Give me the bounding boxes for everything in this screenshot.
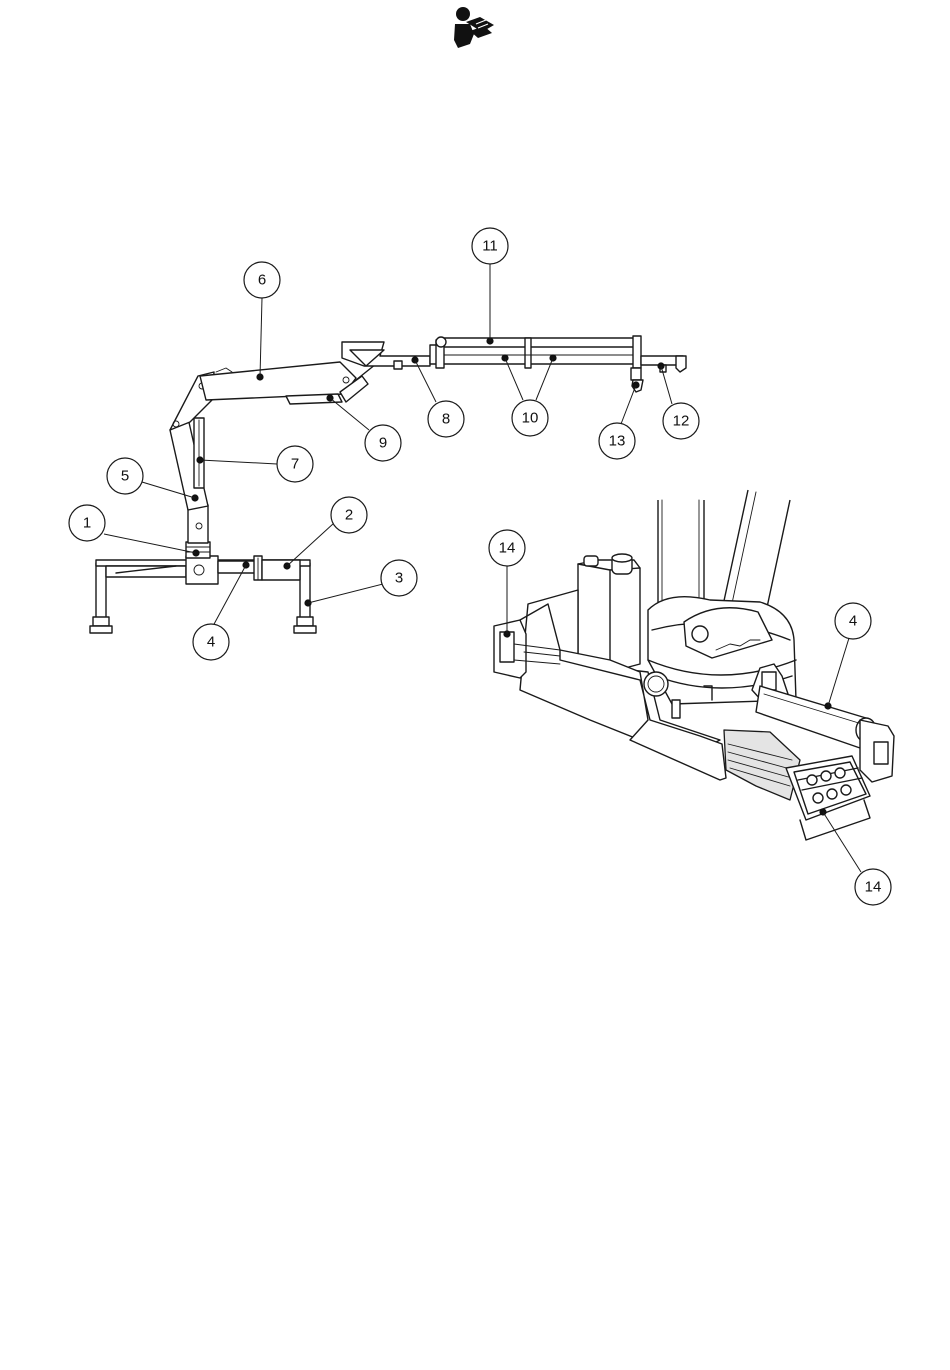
svg-text:1: 1 [83, 515, 91, 532]
callout-2: 2 [331, 497, 367, 533]
svg-text:2: 2 [345, 507, 353, 524]
svg-text:5: 5 [121, 468, 129, 485]
svg-text:6: 6 [258, 272, 266, 289]
detail-callout-4: 4 [835, 603, 871, 639]
callout-9: 9 [365, 425, 401, 461]
callout-13: 13 [599, 423, 635, 459]
callout-4: 4 [193, 624, 229, 660]
base-frame [96, 556, 310, 584]
callout-7: 7 [277, 446, 313, 482]
callout-11: 11 [472, 228, 508, 264]
svg-text:3: 3 [395, 570, 403, 587]
svg-text:9: 9 [379, 435, 387, 452]
svg-text:14: 14 [499, 540, 516, 557]
detail-oil-tank [578, 554, 640, 672]
callout-10: 10 [512, 400, 548, 436]
svg-text:10: 10 [522, 410, 539, 427]
svg-text:12: 12 [673, 413, 690, 430]
detail-control-levers [786, 756, 870, 840]
base-detail: 14 4 14 [489, 490, 894, 905]
inner-cylinder [194, 418, 204, 488]
svg-text:8: 8 [442, 411, 450, 428]
svg-text:13: 13 [609, 433, 626, 450]
extensions [430, 336, 641, 368]
detail-callout-14-left: 14 [489, 530, 525, 566]
callout-6: 6 [244, 262, 280, 298]
svg-text:7: 7 [291, 456, 299, 473]
detail-callout-14-right: 14 [855, 869, 891, 905]
extension-head [342, 342, 430, 369]
callout-8: 8 [428, 401, 464, 437]
callout-3: 3 [381, 560, 417, 596]
read-manual-icon [454, 7, 494, 48]
callout-5: 5 [107, 458, 143, 494]
callout-12: 12 [663, 403, 699, 439]
svg-text:4: 4 [207, 634, 215, 651]
callout-1: 1 [69, 505, 105, 541]
svg-text:14: 14 [865, 879, 882, 896]
svg-text:4: 4 [849, 613, 857, 630]
svg-text:11: 11 [482, 238, 498, 255]
